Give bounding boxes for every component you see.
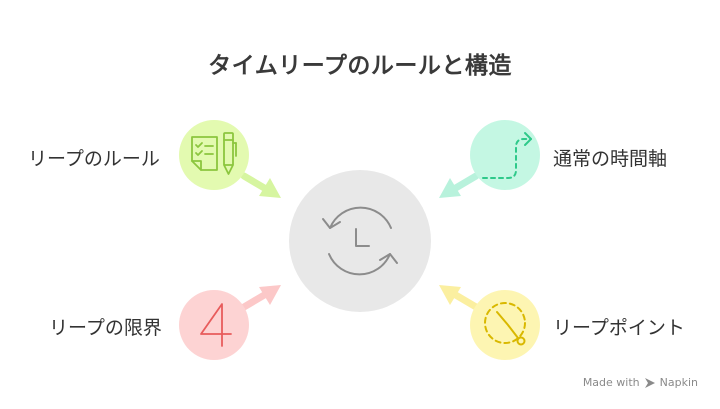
checklist-pencil-icon [191, 132, 237, 175]
node-normal-timeline [470, 120, 540, 190]
dashed-path-icon [482, 138, 532, 179]
node-leap-limits [179, 290, 249, 360]
arrow-top-right [439, 172, 480, 198]
clock-refresh-icon [322, 206, 398, 276]
label-normal-timeline: 通常の時間軸 [553, 148, 668, 170]
diagram-title: タイムリープのルールと構造 [208, 53, 512, 79]
made-with-text: Made with [582, 376, 640, 389]
napkin-brand-text: Napkin [659, 376, 698, 389]
node-rules [179, 120, 249, 190]
napkin-watermark[interactable]: Made with Napkin [583, 376, 698, 389]
number-four-icon [200, 303, 232, 347]
label-leap-points: リープポイント [553, 317, 685, 339]
label-leap-limits: リープの限界 [49, 317, 162, 339]
arrow-bottom-left [240, 285, 281, 311]
arrow-bottom-right [439, 285, 480, 311]
napkin-logo-icon [644, 377, 655, 388]
dashed-clock-icon [484, 302, 526, 346]
arrow-top-left [240, 172, 281, 198]
center-node [289, 170, 431, 312]
label-rules: リープのルール [28, 148, 160, 170]
node-leap-points [470, 290, 540, 360]
